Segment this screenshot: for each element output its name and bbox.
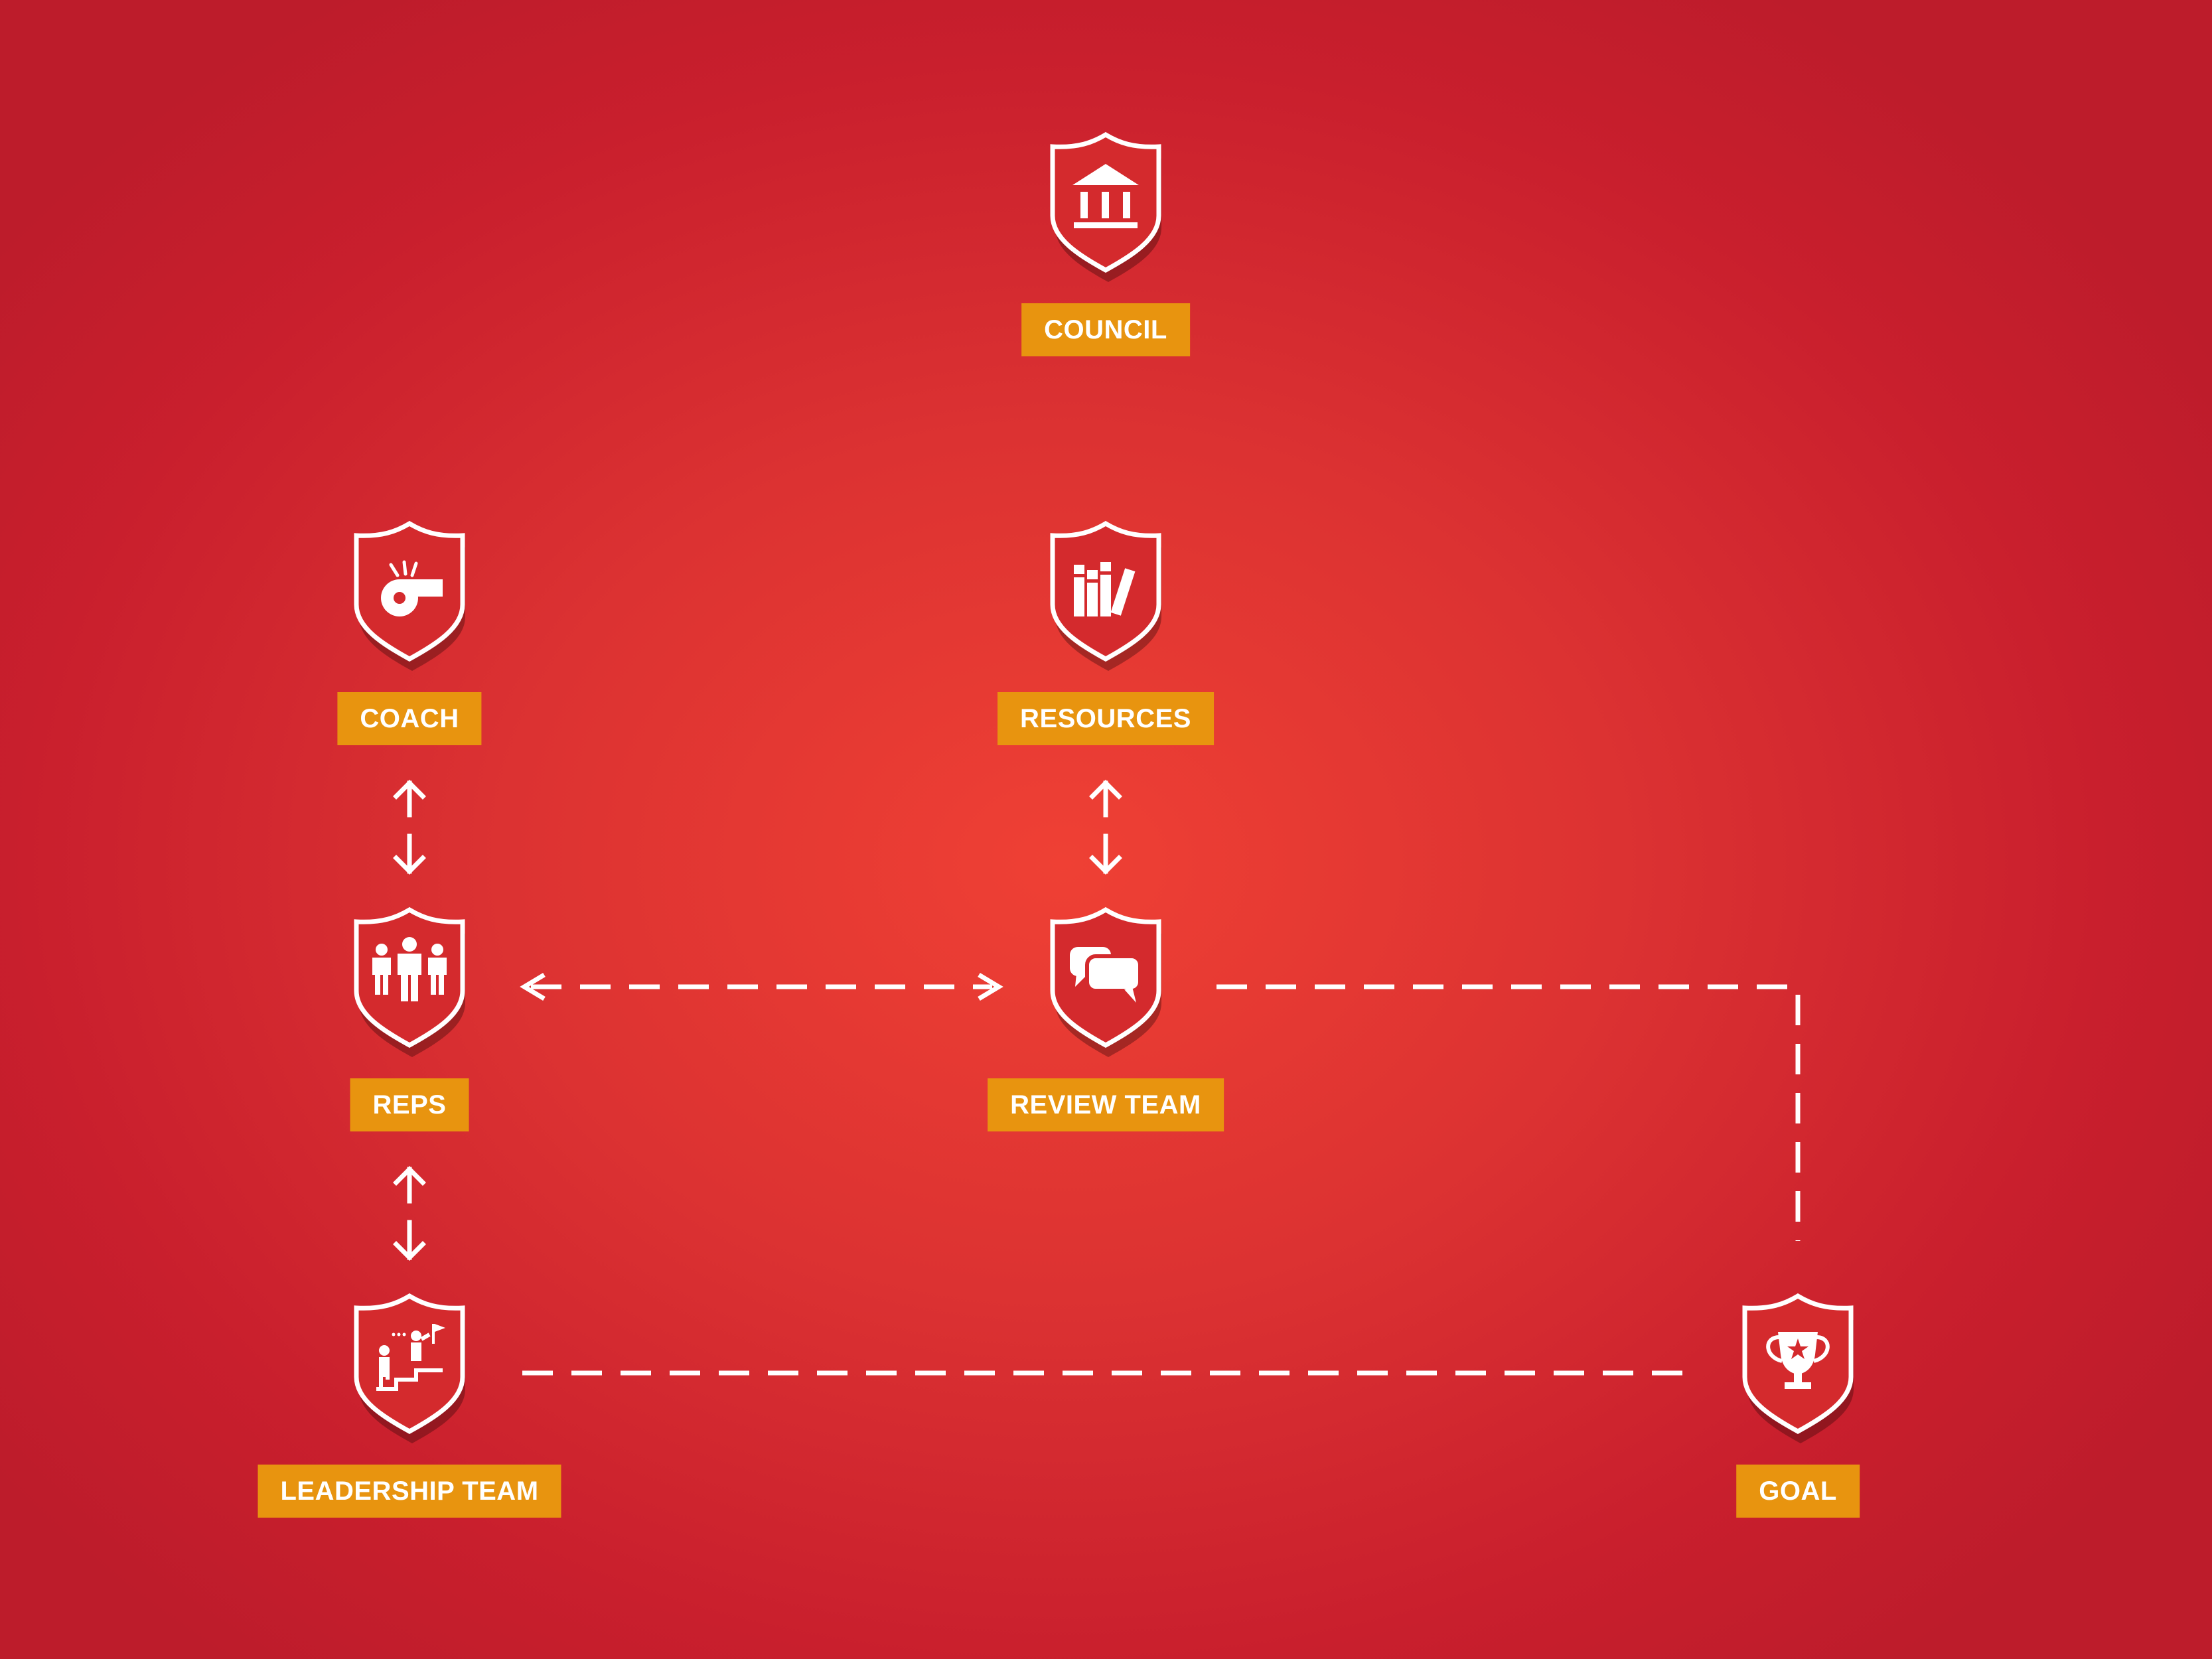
node-resources: RESOURCES	[953, 518, 1258, 784]
trophy-icon	[1766, 1332, 1830, 1389]
shield-badge	[354, 1293, 465, 1443]
shield-badge	[354, 520, 465, 671]
speech-bubbles-icon	[1070, 947, 1142, 1003]
building-icon	[1072, 164, 1139, 228]
whistle-icon	[381, 560, 443, 616]
connector-coach-reps	[393, 780, 426, 875]
node-label: COACH	[337, 692, 482, 745]
shield-badge	[1050, 906, 1161, 1057]
shield-badge	[1050, 520, 1161, 671]
shield-badge	[354, 906, 465, 1057]
node-review-team: REVIEW TEAM	[953, 904, 1258, 1170]
node-coach: COACH	[257, 518, 562, 784]
node-label: COUNCIL	[1021, 303, 1190, 356]
node-leadership-team: LEADERSHIP TEAM	[257, 1291, 562, 1556]
node-council: COUNCIL	[953, 129, 1258, 395]
connector-review-team-goal	[1217, 984, 1801, 1241]
shield-badge	[1050, 131, 1161, 282]
node-label: LEADERSHIP TEAM	[258, 1465, 561, 1518]
connector-reps-review-team	[520, 972, 1003, 1001]
node-goal: GOAL	[1645, 1291, 1951, 1556]
shield-badge	[1742, 1293, 1854, 1443]
connector-resources-review-team	[1089, 780, 1122, 875]
node-label: REVIEW TEAM	[988, 1078, 1224, 1131]
node-label: RESOURCES	[997, 692, 1214, 745]
node-label: REPS	[350, 1078, 469, 1131]
node-label: GOAL	[1736, 1465, 1860, 1518]
people-icon	[372, 937, 447, 1001]
books-icon	[1074, 562, 1136, 616]
node-reps: REPS	[257, 904, 562, 1170]
connector-reps-leadership-team	[393, 1166, 426, 1261]
stairs-leader-icon	[376, 1324, 445, 1391]
